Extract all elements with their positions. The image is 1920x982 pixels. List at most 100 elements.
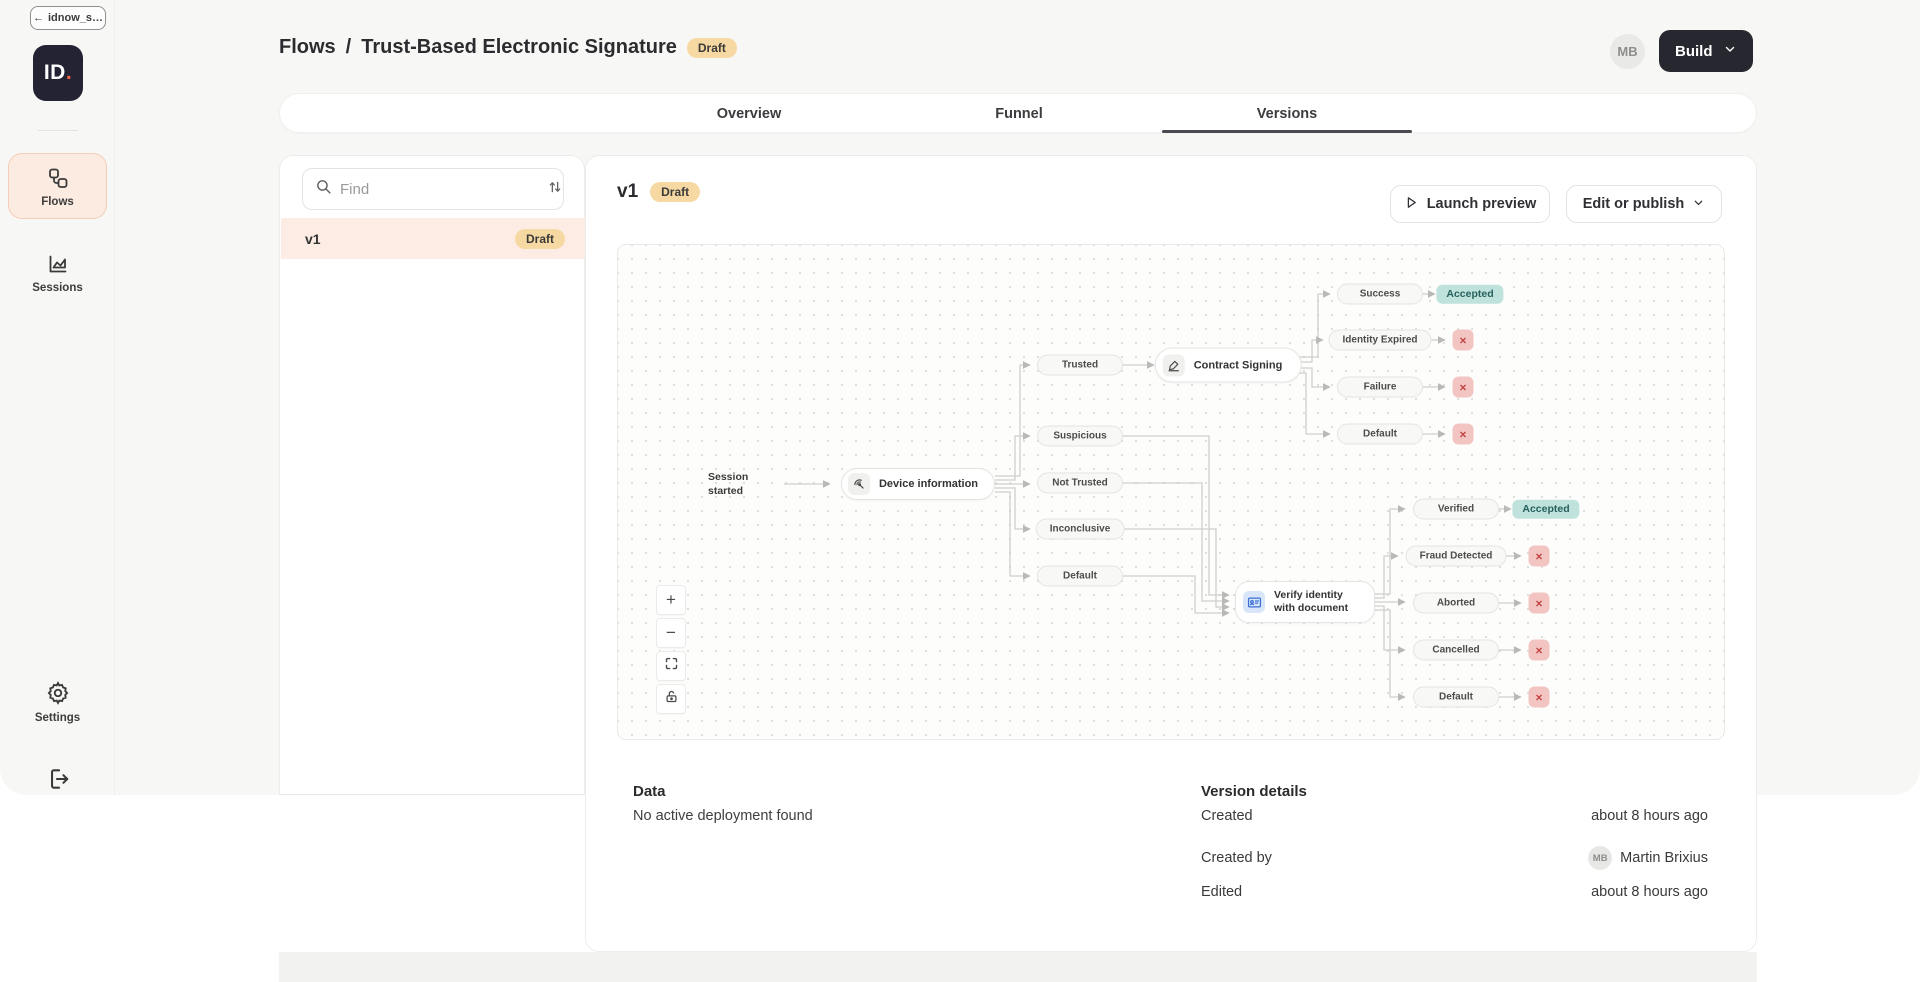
version-details-title: Version details [1201,783,1307,800]
branch-pill-not-trusted[interactable]: Not Trusted [1037,473,1123,494]
version-name: v1 [305,231,321,247]
search-box [302,168,564,210]
search-input[interactable] [340,181,539,198]
detail-label: Created by [1201,850,1272,866]
signature-pen-icon [1163,354,1185,376]
branch-pill-aborted[interactable]: Aborted [1413,593,1499,614]
flow-node-contract-signing[interactable]: Contract Signing [1155,348,1302,383]
versions-list-panel: v1 Draft [279,155,585,795]
sessions-chart-icon [46,252,70,276]
detail-label: Created [1201,808,1253,824]
gear-icon [45,680,71,706]
detail-value: about 8 hours ago [1591,808,1708,824]
branch-pill-trusted[interactable]: Trusted [1037,355,1123,376]
footer-strip [279,952,1757,982]
detail-row-created-by: Created by MB Martin Brixius [1201,846,1708,870]
detail-label: Edited [1201,884,1242,900]
outcome-accepted-badge: Accepted [1436,285,1503,304]
status-badge: Draft [687,38,737,58]
breadcrumb-flows[interactable]: Flows [279,36,336,59]
zoom-out-button[interactable]: − [656,618,686,648]
build-button[interactable]: Build [1659,30,1753,72]
breadcrumb: Flows / Trust-Based Electronic Signature… [279,36,737,59]
sidebar-divider [38,130,78,131]
outcome-rejected-icon: × [1529,687,1550,708]
lock-button[interactable] [656,684,686,714]
sidebar-item-settings[interactable]: Settings [8,668,107,734]
flow-canvas[interactable]: Session started Device information Contr… [617,244,1725,740]
detail-row-created: Created about 8 hours ago [1201,808,1708,824]
branch-pill-verified[interactable]: Verified [1413,499,1499,520]
detail-value: about 8 hours ago [1591,884,1708,900]
logout-icon [45,766,71,792]
canvas-zoom-controls: + − [656,585,686,714]
outcome-rejected-icon: × [1529,546,1550,567]
branch-pill-cancelled[interactable]: Cancelled [1413,640,1499,661]
device-radar-icon [848,473,870,495]
detail-row-edited: Edited about 8 hours ago [1201,884,1708,900]
tab-overview[interactable]: Overview [717,94,782,134]
version-list-item[interactable]: v1 Draft [281,218,585,259]
branch-pill-identity-expired[interactable]: Identity Expired [1328,330,1431,351]
version-status-badge: Draft [515,229,565,249]
detail-value: MB Martin Brixius [1588,846,1708,870]
sidebar-item-label: Flows [41,196,74,208]
data-section-title: Data [633,783,666,800]
logout-button[interactable] [8,758,107,800]
tab-funnel[interactable]: Funnel [995,94,1043,134]
deployment-status-text: No active deployment found [633,808,813,824]
node-label: Contract Signing [1194,359,1283,371]
workflow-icon [46,166,70,190]
creator-name: Martin Brixius [1620,850,1708,866]
idnow-logo[interactable]: ID. [33,45,83,101]
zoom-in-button[interactable]: + [656,585,686,615]
flow-node-device-information[interactable]: Device information [841,468,995,500]
lock-icon [664,689,679,709]
node-label: Verify identity with document [1274,589,1364,615]
launch-preview-button[interactable]: Launch preview [1390,185,1550,223]
play-icon [1404,195,1419,214]
logo-text: ID [44,61,66,85]
branch-pill-default[interactable]: Default [1037,566,1123,587]
branch-pill-default[interactable]: Default [1413,687,1499,708]
version-title-row: v1 Draft [617,181,700,203]
chevron-down-icon [1692,196,1705,213]
node-label: Device information [879,478,978,490]
branch-pill-failure[interactable]: Failure [1337,377,1423,398]
breadcrumb-separator: / [346,36,352,59]
sort-icon[interactable] [547,179,563,200]
sidebar-item-label: Sessions [32,282,83,294]
branch-pill-inconclusive[interactable]: Inconclusive [1036,519,1125,540]
tab-bar: Overview Funnel Versions [279,93,1757,133]
outcome-rejected-icon: × [1529,640,1550,661]
arrow-left-icon: ← [33,12,44,24]
flow-node-verify-identity[interactable]: Verify identity with document [1235,581,1375,623]
sidebar: ← idnow_s… ID. Flows Sessions Settings [0,0,115,795]
sidebar-item-flows[interactable]: Flows [8,153,107,219]
flow-edges [618,245,1725,740]
tab-versions[interactable]: Versions [1257,94,1317,134]
user-avatar[interactable]: MB [1610,34,1645,69]
sidebar-item-sessions[interactable]: Sessions [8,240,107,304]
edit-or-publish-button[interactable]: Edit or publish [1566,185,1722,223]
active-tab-underline [1162,130,1412,133]
build-button-label: Build [1675,43,1713,60]
edit-or-publish-label: Edit or publish [1583,196,1685,212]
version-draft-badge: Draft [650,182,700,202]
outcome-rejected-icon: × [1453,424,1474,445]
chevron-down-icon [1723,42,1737,60]
browser-back-tab[interactable]: ← idnow_s… [30,6,106,30]
branch-pill-success[interactable]: Success [1337,284,1423,305]
search-icon [315,178,332,200]
outcome-rejected-icon: × [1453,330,1474,351]
branch-pill-default[interactable]: Default [1337,424,1423,445]
branch-pill-fraud-detected[interactable]: Fraud Detected [1406,546,1507,567]
branch-pill-suspicious[interactable]: Suspicious [1037,426,1123,447]
id-card-icon [1243,591,1265,613]
outcome-rejected-icon: × [1453,377,1474,398]
outcome-rejected-icon: × [1529,593,1550,614]
page-title: Trust-Based Electronic Signature [361,36,677,59]
outcome-accepted-badge: Accepted [1512,500,1579,519]
version-title: v1 [617,181,638,203]
fit-view-button[interactable] [656,651,686,681]
